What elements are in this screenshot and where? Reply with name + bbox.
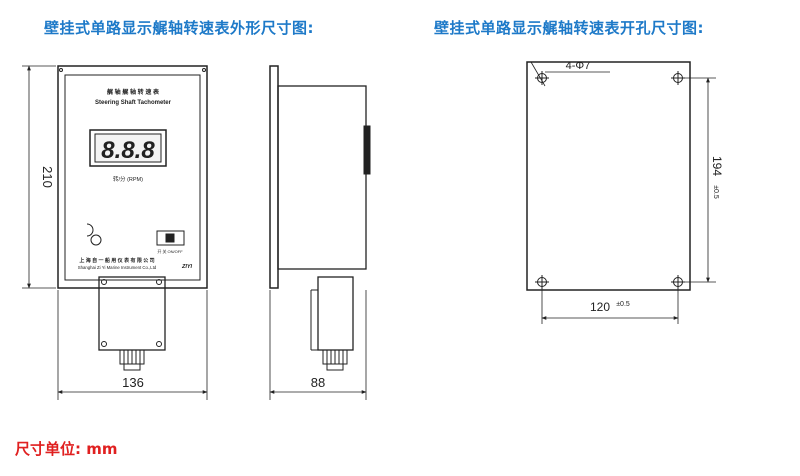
outline-drawing-title: 壁挂式单路显示艉轴转速表外形尺寸图:	[44, 19, 315, 37]
unit-note: 尺寸单位: mm	[15, 440, 118, 458]
power-switch	[156, 230, 185, 246]
mounting-hole-tl	[535, 71, 549, 85]
display-window	[94, 133, 162, 163]
front-view	[57, 65, 208, 371]
junction-screw-3	[101, 341, 107, 347]
cutout-drawing-title: 壁挂式单路显示艉轴转速表开孔尺寸图:	[434, 19, 705, 37]
power-switch-rocker	[165, 233, 175, 243]
cutout-height-value: 194	[710, 156, 724, 176]
mounting-hole-br	[671, 275, 685, 289]
side-body	[277, 85, 367, 270]
maker-name-en: Shanghai Zi Yi Marine Instrument Co.,Ltd	[78, 265, 157, 270]
cutout-outline	[526, 61, 691, 291]
digital-display	[89, 129, 167, 167]
cutout-width-tolerance: ±0.5	[616, 301, 630, 308]
side-rear-boss	[363, 125, 371, 175]
side-view	[269, 65, 371, 371]
display-unit-label: 转/分 (RPM)	[113, 175, 143, 183]
depth-dimension	[269, 290, 367, 400]
mount-screw-tr	[202, 68, 206, 72]
depth-value: 88	[311, 375, 325, 390]
indicator-lamp-icon	[90, 234, 102, 246]
cutout-height-dimension	[684, 77, 716, 283]
cutout-width-dimension	[541, 288, 679, 324]
hole-leader-line	[530, 61, 546, 87]
maker-name-cn: 上 海 自 一 船 用 仪 表 有 限 公 司	[79, 257, 154, 264]
junction-screw-4	[156, 341, 162, 347]
switch-label: 开 关 ON/OFF	[157, 248, 183, 254]
mounting-hole-tr	[671, 71, 685, 85]
cutout-width-value: 120	[590, 300, 610, 314]
front-enclosure	[57, 65, 208, 289]
maker-logo: ZIYI	[181, 264, 193, 270]
panel-title-en: Steering Shaft Tachometer	[95, 100, 172, 106]
height-value: 210	[40, 166, 55, 188]
display-digits: 8.8.8	[101, 137, 155, 164]
height-dimension	[22, 65, 56, 289]
width-value: 136	[122, 375, 144, 390]
side-junction-box	[317, 276, 354, 351]
front-inner-panel	[64, 74, 201, 281]
cutout-view	[526, 61, 691, 291]
mount-screw-tl	[59, 68, 63, 72]
junction-screw-1	[101, 279, 107, 285]
alarm-buzzer-icon	[86, 223, 94, 237]
side-flange	[269, 65, 279, 289]
mounting-hole-bl	[535, 275, 549, 289]
hole-spec-label: 4-Φ7	[566, 60, 591, 72]
junction-screw-2	[156, 279, 162, 285]
cutout-height-tolerance: ±0.5	[712, 185, 719, 199]
panel-title-cn: 艉 轴 艉 轴 转 速 表	[107, 88, 160, 96]
width-dimension	[57, 290, 208, 400]
